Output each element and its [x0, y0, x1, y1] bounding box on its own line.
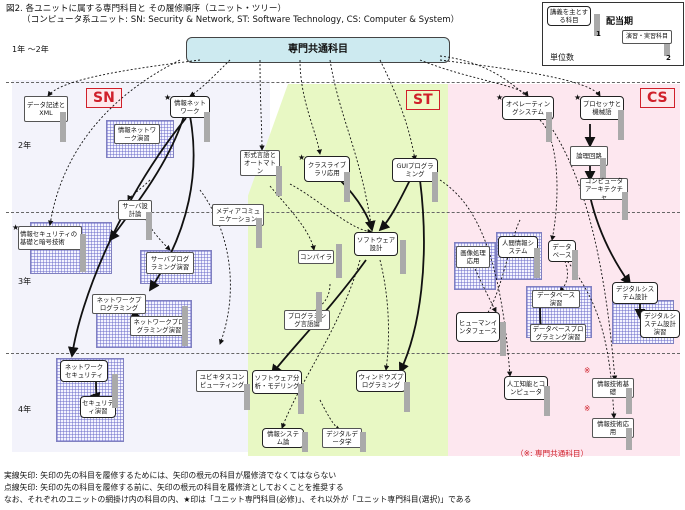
legend-lecture-box: 講義を主とする科目 — [547, 6, 591, 26]
required-star-icon: ★ — [496, 93, 504, 102]
legend-credit-label: 単位数 — [550, 53, 574, 62]
course-security-lab: セキュリティ演習 — [80, 396, 116, 418]
course-media: メディアコミュニケーション — [212, 204, 264, 226]
course-logic: 論理回路 — [570, 146, 608, 166]
bar-ubiquitous — [244, 384, 250, 410]
course-sw-analysis: ソフトウェア分析・モデリング — [252, 370, 302, 394]
course-class-lib: ★クラスライブラリ応用 — [298, 154, 350, 182]
footer-line-3: なお、それぞれのユニットの網掛け内の科目の内、★印は「ユニット専門科目(必修)」… — [4, 495, 472, 504]
course-arch: コンピュータアーキテクチャ — [580, 177, 628, 201]
course-window-prog: ウィンドウズプログラミング — [356, 370, 406, 392]
bar-sw-design — [400, 240, 406, 274]
course-net-prog-lab: ネットワークプログラミング演習 — [130, 316, 188, 336]
legend-lab-box: 演習・実習科目 — [622, 30, 672, 44]
legend-period-label: 配当期 — [606, 17, 634, 27]
course-net-prog: ネットワークプログラミング — [92, 294, 146, 314]
course-prog-lang: プログラミング言語論 — [284, 310, 330, 330]
bar-media — [256, 218, 262, 248]
course-info-sys: 情報システム論 — [262, 428, 304, 448]
course-compiler: コンパイラ — [298, 250, 334, 264]
bar-prog-lang — [316, 292, 322, 322]
course-server-design: サーバ設計論 — [118, 200, 152, 220]
year-label-2: 2年 — [18, 141, 32, 150]
course-gui: GUIプログラミング — [392, 158, 438, 182]
bar-net-security — [112, 374, 118, 408]
course-info-net-lab: 情報ネットワーク演習 — [114, 124, 160, 144]
required-star-icon: ★ — [12, 223, 20, 232]
bar-data-xml — [60, 112, 66, 142]
unit-label-sn: SN — [86, 88, 122, 108]
bar-info-sys — [302, 432, 308, 452]
course-ubiquitous: ユビキタスコンピューティング — [196, 370, 248, 392]
course-os: ★オペレーティングシステム — [496, 94, 554, 120]
legend-period-num-1: 1 — [596, 30, 601, 38]
divider-year-3 — [6, 212, 680, 213]
common-courses-box: 専門共通科目 — [186, 37, 450, 63]
course-server-prog: サーバプログラミング演習 — [146, 252, 194, 274]
legend-bar-2 — [664, 44, 670, 56]
bar-info-tech-app — [626, 428, 632, 450]
bar-class-lib — [344, 172, 350, 202]
course-digital-lab: デジタルシステム設計演習 — [640, 310, 680, 338]
common-mark-2: ※ — [584, 404, 591, 413]
divider-year-2 — [6, 82, 680, 83]
year-label-4: 4年 — [18, 405, 32, 414]
bar-info-net — [204, 112, 210, 142]
bar-ai — [544, 386, 550, 416]
bar-processor — [618, 110, 624, 140]
unit-label-st: ST — [406, 90, 440, 110]
bar-database — [572, 250, 578, 280]
page-subtitle: （コンピュータ系ユニット: SN: Security & Network, ST… — [22, 15, 460, 25]
footer-line-2: 点線矢印: 矢印の先の科目を履修する前に、矢印の根元の科目を履修済としておくこと… — [4, 483, 344, 492]
legend-period-num-2: 2 — [666, 54, 671, 62]
bar-security-basics — [80, 234, 86, 272]
year-label-1-2: 1年 ～2年 — [12, 45, 49, 54]
year-label-3: 3年 — [18, 277, 32, 286]
common-note: （※: 専門共通科目） — [516, 449, 589, 458]
course-digital-design: デジタルシステム設計 — [612, 282, 658, 304]
course-security-basics: ★情報セキュリティの基礎と暗号技術 — [12, 224, 82, 250]
course-processor: ★プロセッサと機械語 — [574, 94, 624, 120]
bar-compiler — [336, 244, 342, 278]
bar-digital-data — [360, 432, 366, 452]
common-mark-1: ※ — [584, 366, 591, 375]
bar-info-tech — [626, 388, 632, 414]
bar-hi — [500, 322, 506, 356]
course-info-tech-app: 情報技術応用 — [592, 418, 634, 438]
course-info-tech: 情報技術基礎 — [592, 378, 634, 398]
bar-arch — [622, 192, 628, 220]
required-star-icon: ★ — [574, 93, 582, 102]
course-ai: 人工知能とコンピュータ — [504, 376, 548, 400]
bar-server-design — [146, 212, 152, 240]
course-db-lab: データベース演習 — [532, 290, 580, 308]
unit-label-cs: CS — [640, 88, 675, 108]
required-star-icon: ★ — [298, 153, 306, 162]
course-hi: ヒューマンインタフェース — [456, 312, 500, 342]
course-net-security: ネットワークセキュリティ — [60, 360, 108, 382]
bar-gui — [432, 172, 438, 202]
course-formal-lang: 形式言語とオートマトン — [240, 150, 280, 176]
page-title: 図2. 各ユニットに属する専門科目と その履修順序（ユニット・ツリー） — [6, 4, 287, 14]
bar-net-prog — [182, 306, 188, 346]
course-sw-design: ソフトウェア設計 — [354, 232, 398, 256]
bar-hci-system — [534, 248, 540, 278]
required-star-icon: ★ — [164, 93, 172, 102]
bar-os — [546, 112, 552, 142]
course-digital-data: デジタルデータ学 — [322, 428, 362, 448]
legend-bar-1 — [594, 14, 600, 36]
footer-line-1: 実線矢印: 矢印の先の科目を履修するためには、矢印の根元の科目が履修済でなくては… — [4, 471, 337, 480]
bar-window-prog — [404, 382, 410, 412]
bar-logic — [600, 158, 606, 186]
course-info-net: ★情報ネットワーク — [164, 94, 210, 118]
course-image-app: 画像処理応用 — [456, 246, 490, 268]
st-zone — [248, 84, 448, 456]
course-hci-system: 人間情報システム — [498, 236, 538, 258]
divider-year-4 — [6, 353, 680, 354]
bar-sw-analysis — [298, 384, 304, 414]
bar-formal-lang — [276, 166, 282, 196]
course-db-prog: データベースプログラミング演習 — [530, 324, 586, 342]
